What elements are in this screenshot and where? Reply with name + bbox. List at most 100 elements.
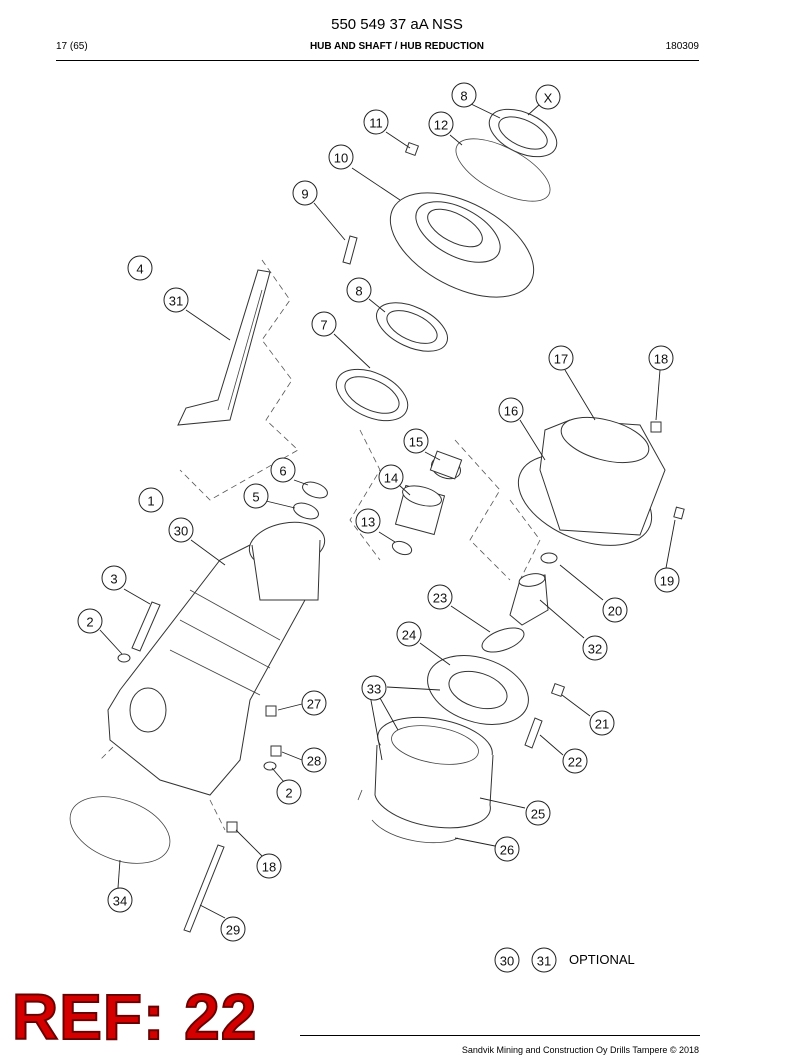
callout-number: 25: [531, 807, 545, 822]
callout-31: 31: [163, 287, 189, 313]
callout-number: 18: [654, 352, 668, 367]
callout-number: 8: [355, 284, 362, 299]
callout-number: 7: [320, 318, 327, 333]
callout-number: 11: [369, 116, 383, 131]
leader-lines: [99, 102, 676, 919]
callout-number: X: [544, 91, 553, 106]
callout-16: 16: [498, 397, 524, 423]
ring-5: [293, 502, 319, 520]
callout-4: 4: [127, 255, 153, 281]
callout-number: 22: [568, 755, 582, 770]
callout-number: 1: [147, 494, 154, 509]
assembly-line: [179, 259, 299, 501]
callout-3: 3: [101, 565, 127, 591]
callout-10: 10: [328, 144, 354, 170]
hub-cover: [517, 416, 666, 546]
callout-22: 22: [562, 748, 588, 774]
footer-copyright: Sandvik Mining and Construction Oy Drill…: [461, 1045, 699, 1055]
hub-flange: [389, 192, 535, 298]
callout-number: 33: [367, 682, 381, 697]
callout-18: 18: [256, 853, 282, 879]
assembly-line: [454, 439, 511, 581]
callout-number: 31: [537, 954, 551, 969]
callout-20: 20: [602, 597, 628, 623]
callout-number: 26: [500, 843, 514, 858]
callout-number: 2: [285, 786, 292, 801]
callout-number: 12: [434, 118, 448, 133]
bolt: [342, 235, 358, 265]
footer-rule: [300, 1035, 700, 1036]
ref-label: REF: 22: [11, 981, 258, 1053]
callout-1: 1: [138, 487, 164, 513]
ring-gear-24: [427, 655, 529, 725]
bolt-22: [524, 717, 543, 749]
callout-number: 21: [595, 717, 609, 732]
callout-number: 4: [136, 262, 143, 277]
callout-number: 20: [608, 604, 622, 619]
callout-15: 15: [403, 428, 429, 454]
callout-number: 32: [588, 642, 602, 657]
callout-number: 23: [433, 591, 447, 606]
callout-17: 17: [548, 345, 574, 371]
date-code: 180309: [665, 41, 699, 52]
snap-ring-lip: [357, 789, 363, 801]
snap-ring: [371, 819, 459, 844]
stud-29: [183, 844, 225, 933]
callout-number: 5: [252, 490, 259, 505]
gear-medium: [394, 484, 446, 536]
assembly-line: [509, 499, 541, 581]
callout-number: 6: [279, 464, 286, 479]
legend-bubbles: 30 31: [494, 947, 557, 973]
bearing-lower: [376, 302, 448, 352]
legend-callout-31: 31: [531, 947, 557, 973]
callout-number: 18: [262, 860, 276, 875]
assembly-line: [209, 799, 226, 831]
callout-number: 17: [554, 352, 568, 367]
plug-top: [650, 421, 662, 433]
ring-gear-25: [374, 716, 494, 829]
callout-19: 19: [654, 567, 680, 593]
bolt-3: [131, 601, 161, 652]
document-number: 550 549 37 aA NSS: [331, 16, 463, 33]
callout-number: 3: [110, 572, 117, 587]
washer-2: [117, 653, 131, 663]
callout-34: 34: [107, 887, 133, 913]
callout-number: 31: [169, 294, 183, 309]
callout-number: 15: [409, 435, 423, 450]
gear-small: [429, 450, 463, 480]
ring-13: [391, 540, 413, 556]
callout-2: 2: [276, 779, 302, 805]
callout-33: 33: [361, 675, 387, 701]
callout-28: 28: [301, 747, 327, 773]
callout-2: 2: [77, 608, 103, 634]
callout-X: X: [535, 84, 561, 110]
callout-number: 13: [361, 515, 375, 530]
nut-small: [404, 141, 420, 157]
callout-7: 7: [311, 311, 337, 337]
drive-shaft: [177, 269, 271, 426]
seal: [335, 368, 409, 422]
callout-number: 9: [301, 187, 308, 202]
callout-18: 18: [648, 345, 674, 371]
callout-32: 32: [582, 635, 608, 661]
callout-number: 30: [174, 524, 188, 539]
header-rule: [56, 60, 699, 61]
callout-12: 12: [428, 111, 454, 137]
washer-2b: [263, 761, 277, 771]
nut-28: [270, 745, 282, 757]
callout-30: 30: [168, 517, 194, 543]
callout-14: 14: [378, 464, 404, 490]
nut-27: [265, 705, 277, 717]
section-title: HUB AND SHAFT / HUB REDUCTION: [309, 41, 485, 52]
o-ring-34: [69, 796, 171, 864]
callout-8: 8: [346, 277, 372, 303]
callout-number: 8: [460, 89, 467, 104]
callout-number: 14: [384, 471, 398, 486]
callout-number: 24: [402, 628, 416, 643]
o-ring-large: [455, 138, 551, 202]
callout-23: 23: [427, 584, 453, 610]
legend-callout-30: 30: [494, 947, 520, 973]
sun-gear: [509, 573, 549, 626]
callout-9: 9: [292, 180, 318, 206]
